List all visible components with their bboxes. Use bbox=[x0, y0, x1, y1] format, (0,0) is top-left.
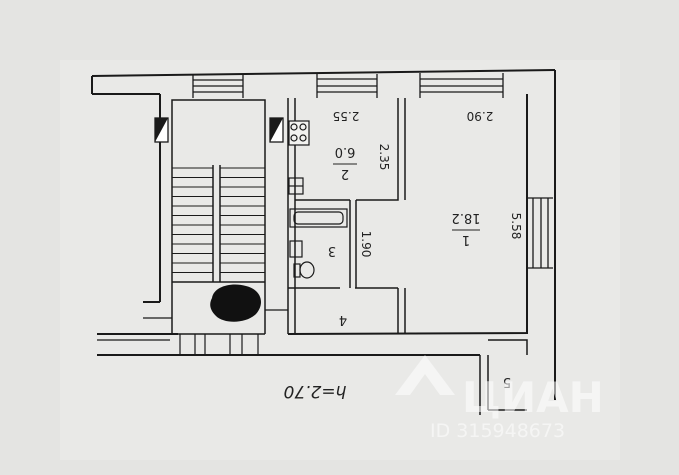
stair-direction-marker-left bbox=[154, 117, 169, 143]
svg-text:1: 1 bbox=[462, 232, 470, 247]
svg-text:18.2: 18.2 bbox=[452, 210, 481, 225]
room-1-label: 1 18.2 bbox=[452, 210, 481, 247]
stove-icon bbox=[288, 120, 310, 146]
window-top-right bbox=[419, 73, 504, 98]
room-1-length: 5.58 bbox=[509, 213, 523, 240]
ceiling-height: h=2.70 bbox=[284, 381, 347, 401]
room-5-outline bbox=[479, 339, 528, 415]
window-top-left bbox=[192, 75, 244, 98]
stair-treads bbox=[172, 167, 265, 274]
watermark-logo-icon bbox=[395, 355, 455, 395]
room-1-width: 2.90 bbox=[467, 109, 494, 123]
svg-text:2: 2 bbox=[341, 166, 349, 181]
obscured-marker bbox=[210, 284, 262, 322]
toilet-icon bbox=[293, 261, 315, 279]
room-3-length: 1.90 bbox=[359, 231, 373, 258]
window-top-mid bbox=[316, 74, 378, 98]
outer-walls bbox=[91, 69, 556, 400]
room-2-length: 2.35 bbox=[377, 144, 391, 171]
stair-direction-marker-right bbox=[269, 117, 284, 143]
room-5-number: 5 bbox=[503, 374, 511, 389]
kitchen-sink-icon bbox=[288, 177, 304, 195]
room-4-number: 4 bbox=[339, 312, 347, 327]
watermark-brand: ЦИАН bbox=[462, 373, 604, 422]
watermark: ЦИАН ID 315948673 bbox=[395, 355, 604, 442]
watermark-id: ID 315948673 bbox=[430, 420, 565, 442]
bathtub-icon bbox=[289, 208, 348, 228]
room-3-number: 3 bbox=[328, 243, 336, 258]
room-2-label: 2 6.0 bbox=[333, 144, 357, 181]
window-right bbox=[527, 197, 553, 269]
room-2-width: 2.55 bbox=[333, 109, 360, 123]
svg-text:6.0: 6.0 bbox=[335, 144, 356, 159]
entry-steps bbox=[143, 309, 288, 355]
bathroom-sink-icon bbox=[289, 240, 303, 258]
